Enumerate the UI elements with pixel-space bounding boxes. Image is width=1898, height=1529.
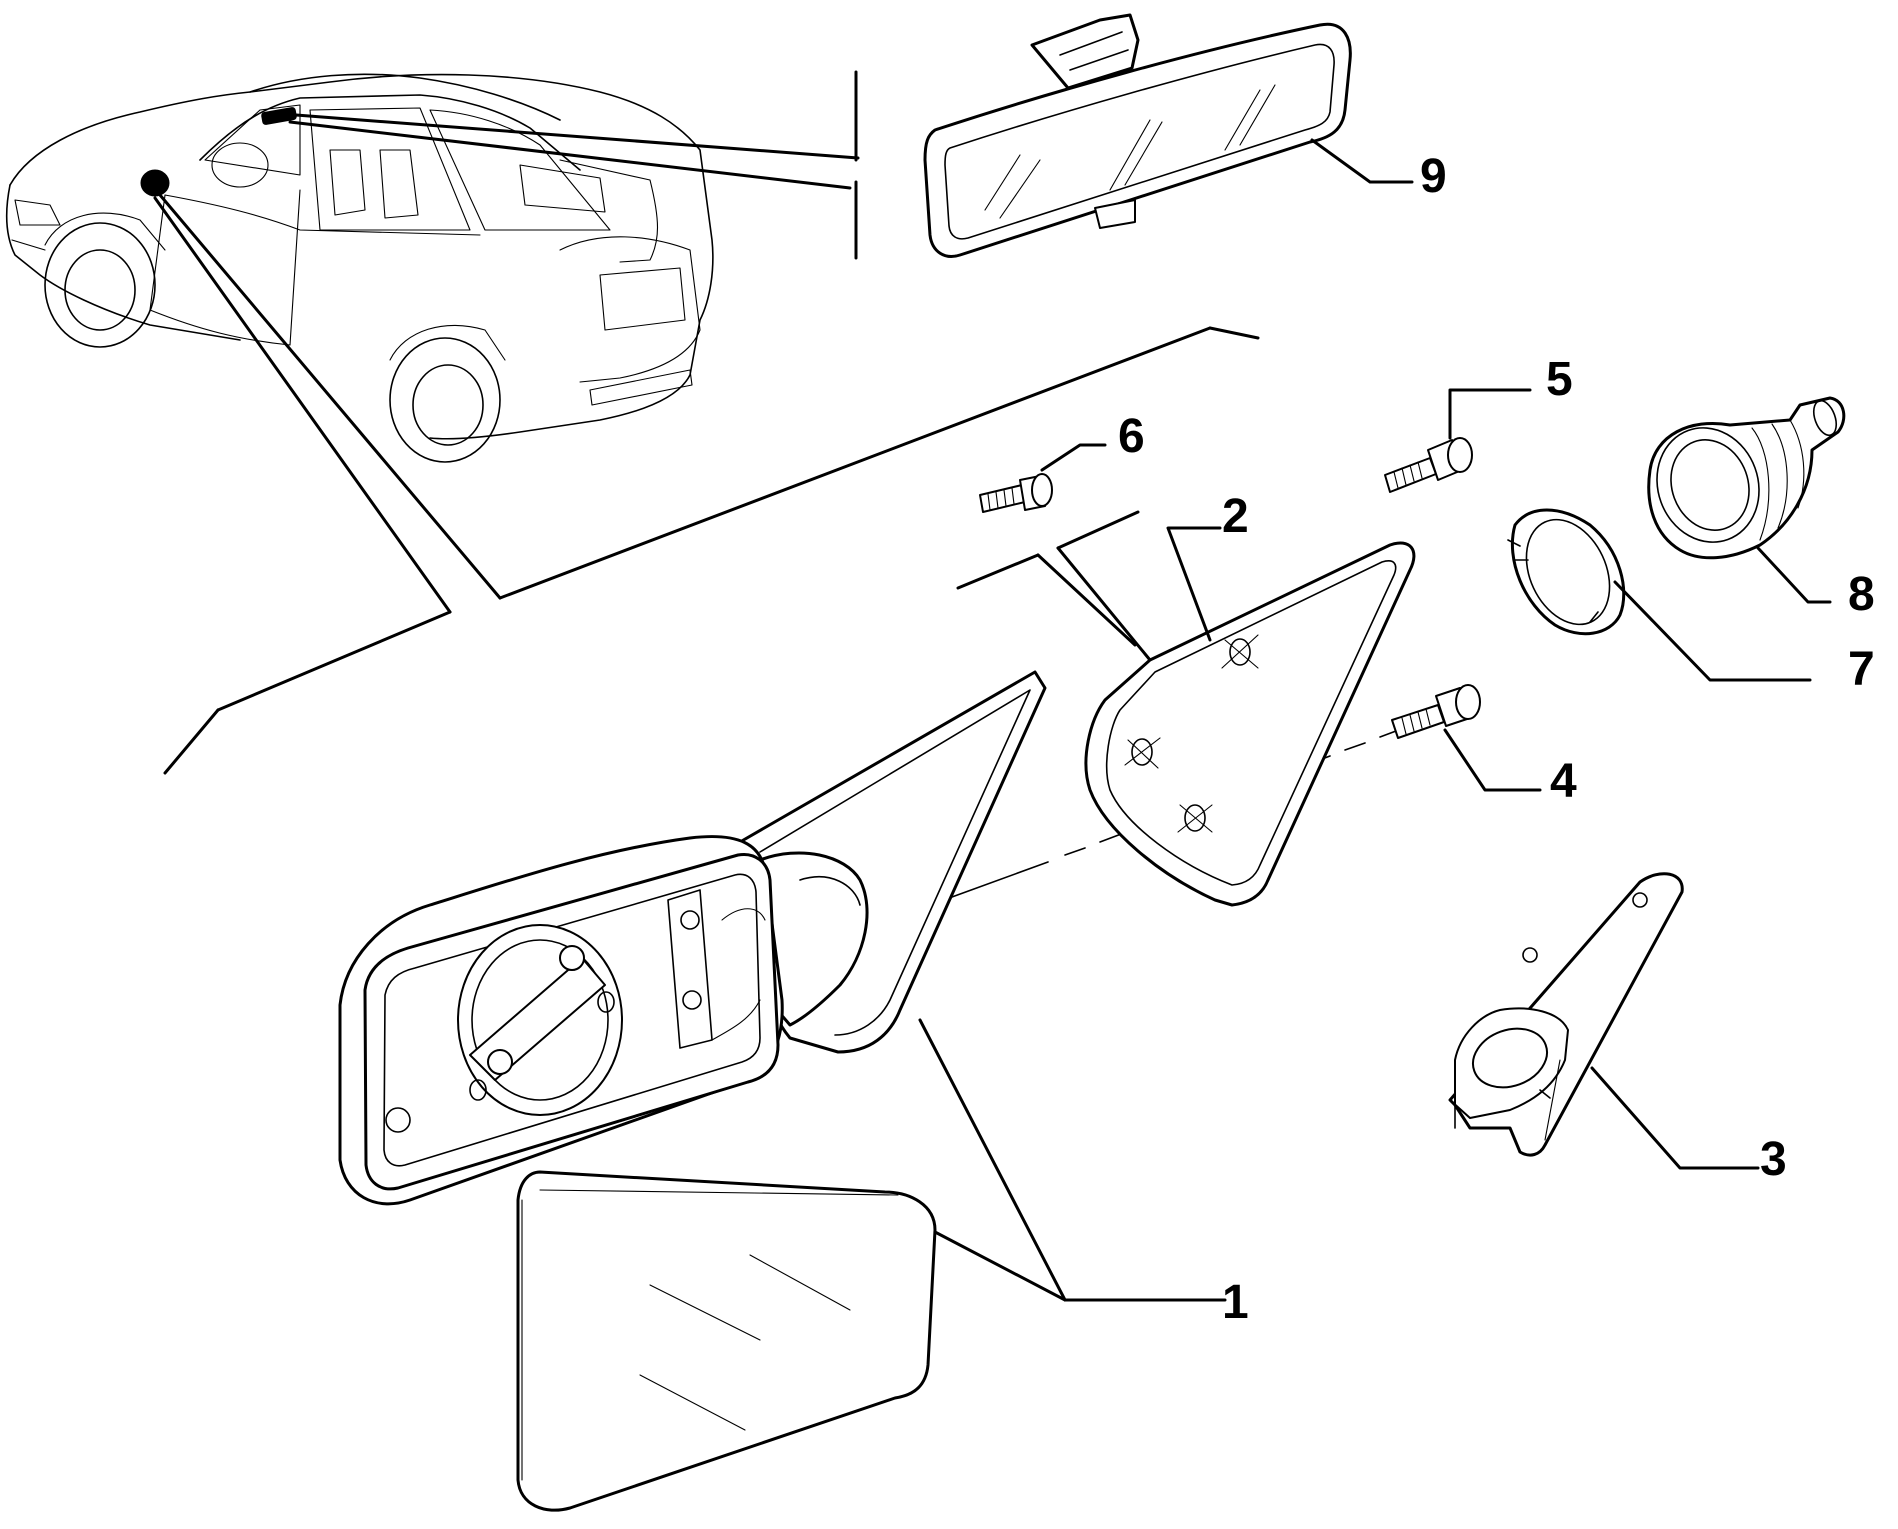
callout-7: 7 bbox=[1848, 643, 1875, 696]
car-locator-illustration bbox=[5, 73, 714, 463]
bellows-grommet-part bbox=[1647, 396, 1846, 560]
callout-5: 5 bbox=[1546, 353, 1573, 406]
screw-5-part bbox=[1384, 437, 1473, 493]
interior-mirror-part bbox=[923, 13, 1352, 258]
screw-6-part bbox=[979, 473, 1053, 513]
exterior-mirror-marker-icon bbox=[140, 169, 170, 197]
interior-mirror-marker-icon bbox=[261, 107, 297, 125]
mounting-plate-part bbox=[1084, 541, 1416, 907]
trim-cover-part bbox=[1448, 872, 1684, 1157]
screw-4-part bbox=[1391, 684, 1481, 739]
callout-2: 2 bbox=[1222, 490, 1249, 543]
ring-nut-part bbox=[1507, 508, 1626, 636]
callout-8: 8 bbox=[1848, 568, 1875, 621]
callout-4: 4 bbox=[1550, 755, 1577, 808]
callout-leaders bbox=[918, 138, 1832, 1302]
exterior-mirror-assembly-part bbox=[338, 670, 1047, 1206]
mirror-glass-part bbox=[516, 1170, 937, 1512]
callout-3: 3 bbox=[1760, 1133, 1787, 1186]
callout-1: 1 bbox=[1222, 1276, 1249, 1329]
callout-6: 6 bbox=[1118, 410, 1145, 463]
callout-9: 9 bbox=[1420, 150, 1447, 203]
